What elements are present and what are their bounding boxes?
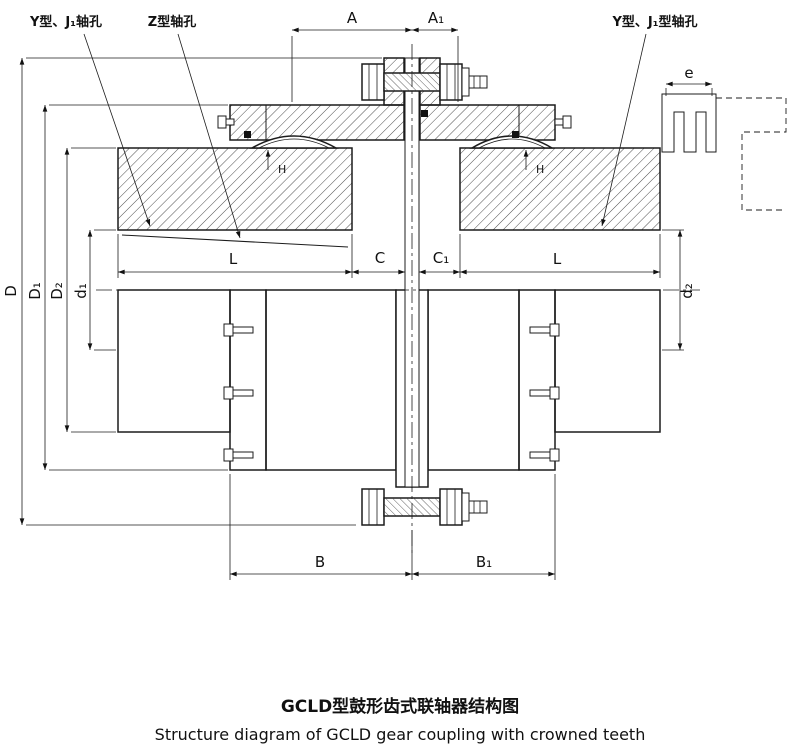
annotation-right-shaft-hole: Y型、J₁型轴孔 xyxy=(612,14,698,30)
right-sleeve-section xyxy=(419,104,556,141)
dim-label-C: C xyxy=(375,249,385,267)
dim-label-B1: B₁ xyxy=(476,553,492,571)
left-cover-plate-bolts xyxy=(223,323,254,462)
leader-lines xyxy=(83,33,647,239)
left-crowned-tooth xyxy=(249,135,339,149)
annotation-left-shaft-hole: Y型、J₁轴孔 xyxy=(29,14,102,30)
dim-label-H-left: H xyxy=(278,163,286,176)
left-sleeve-section xyxy=(229,104,405,141)
dim-A xyxy=(291,27,412,102)
right-cover-plate xyxy=(518,289,556,471)
dim-e xyxy=(665,81,713,96)
gear-tooth-detail xyxy=(661,93,787,211)
tooth-comb xyxy=(661,93,717,153)
dim-label-H-right: H xyxy=(536,163,544,176)
dim-label-L-right: L xyxy=(553,250,562,268)
dim-D xyxy=(19,57,382,526)
dim-D1 xyxy=(42,104,228,471)
caption-en: Structure diagram of GCLD gear coupling … xyxy=(155,725,646,744)
dim-label-B: B xyxy=(315,553,325,571)
dim-label-e: e xyxy=(684,64,693,82)
section-view-upper xyxy=(117,57,661,248)
left-hub-section xyxy=(117,147,353,231)
leader-right-shaft-hole xyxy=(601,33,647,227)
dim-label-A: A xyxy=(347,9,358,27)
leader-taper-shaft-hole xyxy=(177,33,241,239)
left-seal xyxy=(244,131,251,138)
bottom-flange-bolt xyxy=(361,488,488,526)
right-cover-plate-bolts xyxy=(529,323,560,462)
left-hub-external xyxy=(117,289,231,433)
dim-label-d1: d₁ xyxy=(72,283,90,299)
dim-D2 xyxy=(64,147,116,433)
right-cover-bolt xyxy=(554,115,572,129)
left-cover-plate xyxy=(229,289,267,471)
left-bore-taper-line xyxy=(121,234,349,248)
left-sleeve-external xyxy=(265,289,397,471)
right-hub-section xyxy=(459,147,661,231)
dim-label-D: D xyxy=(2,285,20,297)
dim-d2 xyxy=(662,229,684,351)
dimension-lines xyxy=(19,27,713,580)
left-cover-bolt xyxy=(217,115,235,129)
dim-label-D1: D₁ xyxy=(26,282,44,300)
dim-d1 xyxy=(87,229,116,351)
mating-part-phantom xyxy=(716,97,787,211)
right-seal xyxy=(512,131,519,138)
right-sleeve-external xyxy=(427,289,520,471)
labels: Y型、J₁轴孔 Z型轴孔 Y型、J₁型轴孔 A A₁ e D D₁ D₂ d₁ … xyxy=(2,9,697,744)
annotation-taper-shaft-hole: Z型轴孔 xyxy=(148,14,196,30)
dim-L-right xyxy=(460,234,661,278)
center-seal xyxy=(421,110,428,117)
centerlines xyxy=(96,44,700,556)
right-hub-external xyxy=(554,289,661,433)
dim-label-A1: A₁ xyxy=(428,9,444,27)
dim-label-L-left: L xyxy=(229,250,238,268)
dim-label-C1: C₁ xyxy=(433,249,450,267)
dim-A1 xyxy=(412,27,459,102)
external-view-lower xyxy=(117,289,661,488)
dim-label-d2: d₂ xyxy=(678,283,696,299)
dim-label-D2: D₂ xyxy=(48,282,66,300)
dim-B1 xyxy=(412,474,556,580)
leader-left-shaft-hole xyxy=(83,33,151,227)
caption-zh: GCLD型鼓形齿式联轴器结构图 xyxy=(281,696,519,717)
